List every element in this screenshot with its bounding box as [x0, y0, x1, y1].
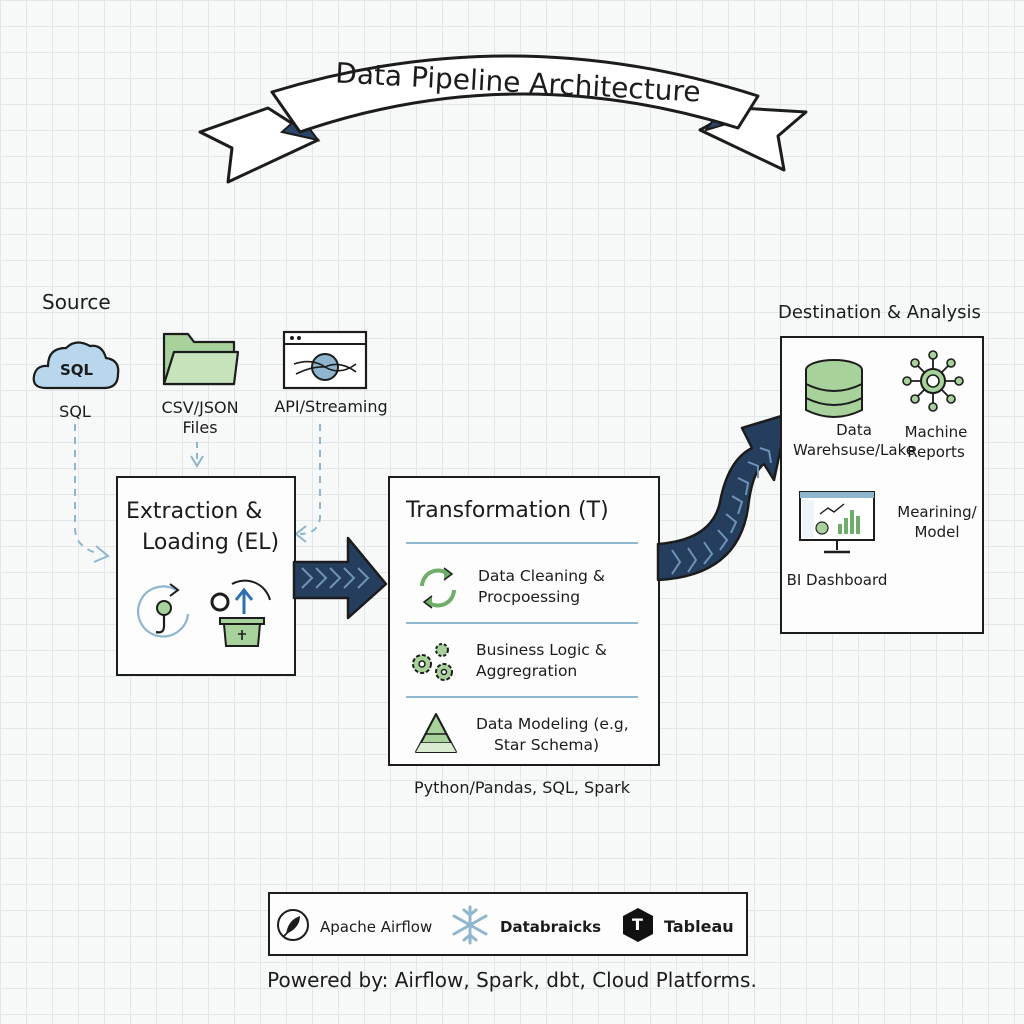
- dest-model-line2: Model: [914, 523, 960, 541]
- gears-icon: [412, 643, 453, 681]
- source-connectors: [74, 424, 321, 563]
- transform-separator: [406, 622, 638, 624]
- transform-title: Transformation (T): [406, 498, 609, 523]
- dest-model-line1: Mearining/: [897, 503, 977, 521]
- dest-model-label: Mearining/ Model: [892, 502, 982, 542]
- dest-warehouse-label: Data Warehsuse/Lake: [788, 420, 920, 460]
- el-title-line2: Loading (EL): [142, 530, 280, 555]
- hexagon-t-icon: [623, 908, 653, 942]
- step-business-line1: Business Logic &: [476, 641, 607, 659]
- source-files-line1: CSV/JSON: [161, 398, 239, 417]
- sql-cloud-icon: [32, 341, 120, 390]
- el-title-line1: Extraction &: [126, 499, 263, 524]
- step-modeling-line1: Data Modeling (e.g,: [476, 715, 629, 733]
- dest-ml-line2: Reports: [907, 443, 965, 461]
- dest-warehouse-line2: Warehsuse/Lake: [793, 441, 915, 459]
- transform-step-modeling: Data Modeling (e.g, Star Schema): [476, 714, 629, 756]
- dest-ml-line1: Machine: [904, 423, 968, 441]
- folder-icon: [162, 332, 240, 386]
- step-cleaning-line1: Data Cleaning &: [478, 567, 605, 585]
- database-icon: [805, 359, 863, 418]
- dashboard-monitor-icon: [799, 491, 875, 554]
- hexagon-t-badge: T: [632, 915, 643, 934]
- dest-bi-label: BI Dashboard: [786, 571, 888, 589]
- source-heading: Source: [42, 290, 111, 314]
- recycle-icon: [420, 567, 456, 609]
- title-banner: [198, 54, 808, 184]
- feather-icon: [277, 909, 309, 941]
- destination-box: Data Warehsuse/Lake Machine Reports: [780, 336, 984, 634]
- transform-separator: [406, 542, 638, 544]
- step-cleaning-line2: Procpoessing: [478, 588, 581, 606]
- source-files-label: CSV/JSON Files: [148, 398, 252, 438]
- source-api-label: API/Streaming: [274, 397, 388, 416]
- el-box: Extraction & Loading (EL): [116, 476, 296, 676]
- network-icon: [902, 350, 964, 412]
- tool-databricks-label: Databraicks: [500, 918, 602, 936]
- transform-separator: [406, 696, 638, 698]
- tools-bar: Apache Airflow Databraicks T Tableau: [268, 892, 748, 956]
- el-title: Extraction & Loading (EL): [126, 496, 290, 558]
- hook-icon: [137, 583, 190, 638]
- step-business-line2: Aggregration: [476, 662, 578, 680]
- pyramid-icon: [415, 713, 457, 753]
- tool-airflow-label: Apache Airflow: [320, 918, 433, 936]
- transform-step-cleaning: Data Cleaning & Procpoessing: [478, 566, 605, 608]
- transform-box: Transformation (T) Data Cleaning & Procp…: [388, 476, 660, 766]
- api-window-icon: [282, 330, 368, 390]
- dest-warehouse-line1: Data: [836, 421, 872, 439]
- arrow-transform-to-destination: [656, 412, 790, 582]
- transform-tech-stack: Python/Pandas, SQL, Spark: [414, 778, 630, 797]
- destination-heading: Destination & Analysis: [778, 302, 981, 323]
- footer-powered-by: Powered by: Airflow, Spark, dbt, Cloud P…: [267, 968, 757, 992]
- sql-cloud-badge: SQL: [60, 361, 94, 379]
- step-modeling-line2: Star Schema): [494, 736, 600, 754]
- upload-bucket-icon: [210, 579, 271, 647]
- tool-tableau-label: Tableau: [664, 917, 734, 936]
- arrow-el-to-transform: [292, 536, 388, 620]
- transform-step-business: Business Logic & Aggregration: [476, 640, 607, 682]
- snowflake-icon: [452, 905, 488, 945]
- source-files-line2: Files: [182, 418, 218, 437]
- source-sql-label: SQL: [59, 402, 91, 421]
- dest-ml-label: Machine Reports: [894, 422, 978, 462]
